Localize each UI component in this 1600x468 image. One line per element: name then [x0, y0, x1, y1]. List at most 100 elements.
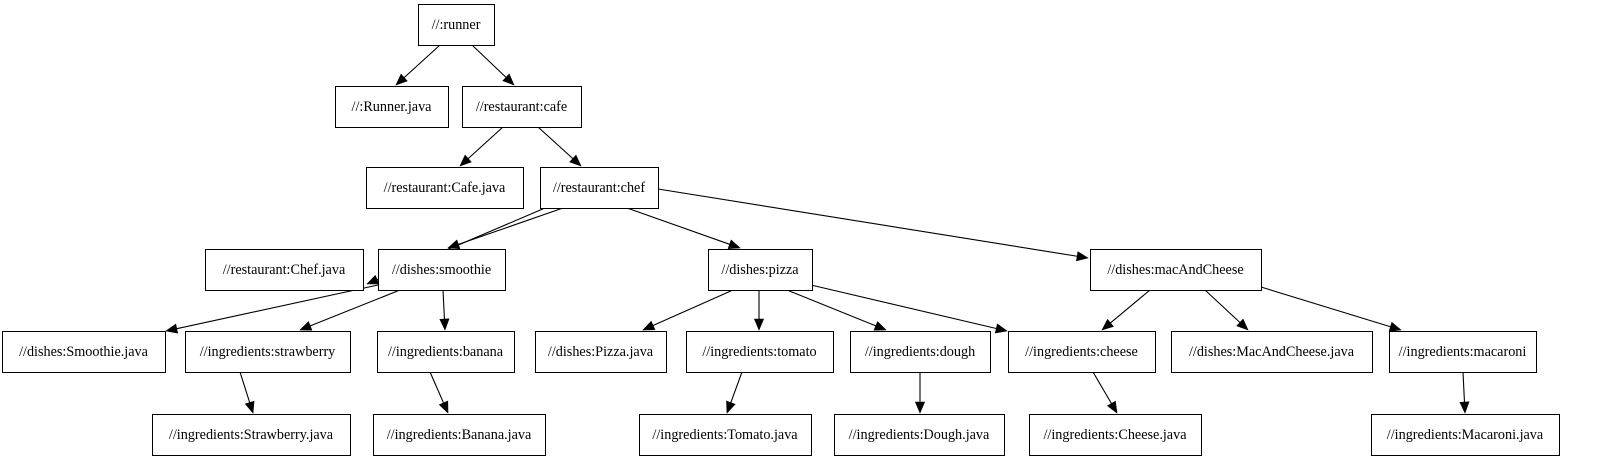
graph-edge: [1092, 371, 1118, 414]
graph-node-smoothie_java[interactable]: //dishes:Smoothie.java: [2, 331, 166, 373]
edge-arrowhead-icon: [569, 154, 582, 167]
graph-edge: [395, 44, 441, 86]
graph-edge: [471, 44, 515, 86]
graph-node-pizza_java[interactable]: //dishes:Pizza.java: [535, 331, 667, 373]
edge-arrowhead-icon: [459, 154, 472, 167]
edge-arrowhead-icon: [1236, 318, 1249, 331]
node-label: //ingredients:Strawberry.java: [169, 427, 334, 443]
edge-line: [1462, 371, 1466, 403]
node-box[interactable]: [378, 249, 506, 291]
edge-line: [239, 371, 251, 403]
graph-node-runner_java[interactable]: //:Runner.java: [335, 86, 449, 128]
graph-node-runner[interactable]: //:runner: [418, 4, 495, 46]
edge-arrowhead-icon: [502, 73, 515, 86]
graph-edge: [657, 188, 1089, 262]
node-label: //ingredients:dough: [865, 344, 975, 360]
node-label: //restaurant:Cafe.java: [384, 180, 506, 196]
edge-line: [652, 289, 734, 327]
node-box[interactable]: [418, 4, 495, 46]
node-label: //dishes:smoothie: [392, 262, 491, 278]
graph-node-ing_cheese[interactable]: //ingredients:cheese: [1008, 331, 1156, 373]
node-box[interactable]: [850, 331, 991, 373]
node-box[interactable]: [2, 331, 166, 373]
node-label: //dishes:Pizza.java: [548, 344, 654, 360]
graph-node-dishes_smoothie[interactable]: //dishes:smoothie: [378, 249, 506, 291]
graph-node-dough_java[interactable]: //ingredients:Dough.java: [834, 414, 1005, 456]
graph-node-cheese_java[interactable]: //ingredients:Cheese.java: [1029, 414, 1202, 456]
node-label: //restaurant:chef: [553, 180, 645, 196]
node-label: //dishes:macAndCheese: [1107, 262, 1243, 278]
edge-line: [467, 126, 504, 160]
graph-node-ing_strawberry[interactable]: //ingredients:strawberry: [185, 331, 351, 373]
node-box[interactable]: [366, 167, 524, 209]
edge-arrowhead-icon: [438, 400, 449, 414]
graph-node-ing_macaroni[interactable]: //ingredients:macaroni: [1389, 331, 1537, 373]
edge-arrowhead-icon: [642, 320, 656, 331]
graph-node-ing_banana[interactable]: //ingredients:banana: [377, 331, 515, 373]
node-box[interactable]: [377, 331, 515, 373]
node-box[interactable]: [639, 414, 812, 456]
graph-node-tomato_java[interactable]: //ingredients:Tomato.java: [639, 414, 812, 456]
node-box[interactable]: [708, 249, 813, 291]
node-box[interactable]: [535, 331, 667, 373]
graph-node-cafe_java[interactable]: //restaurant:Cafe.java: [366, 167, 524, 209]
node-box[interactable]: [1008, 331, 1156, 373]
node-box[interactable]: [540, 167, 659, 209]
graph-edge: [239, 371, 255, 414]
graph-node-macandchz_java[interactable]: //dishes:MacAndCheese.java: [1171, 331, 1373, 373]
graph-node-chef_java[interactable]: //restaurant:Chef.java: [205, 249, 364, 291]
graph-edge: [1459, 371, 1470, 414]
graph-edge: [1101, 289, 1151, 331]
node-label: //:Runner.java: [352, 99, 433, 115]
edge-line: [657, 188, 1078, 257]
node-box[interactable]: [335, 86, 449, 128]
edge-arrowhead-icon: [439, 318, 450, 331]
node-box[interactable]: [1389, 331, 1537, 373]
graph-node-macaroni_java[interactable]: //ingredients:Macaroni.java: [1371, 414, 1560, 456]
graph-node-strawberry_java[interactable]: //ingredients:Strawberry.java: [152, 414, 351, 456]
graph-edge: [439, 289, 450, 331]
edge-arrowhead-icon: [395, 73, 408, 86]
graph-edge: [299, 289, 401, 331]
node-label: //ingredients:banana: [388, 344, 504, 360]
node-label: //ingredients:strawberry: [200, 344, 336, 360]
graph-edge: [626, 207, 741, 249]
node-box[interactable]: [185, 331, 351, 373]
node-box[interactable]: [686, 331, 834, 373]
edge-arrowhead-icon: [165, 323, 179, 334]
node-label: //:runner: [432, 17, 481, 33]
graph-node-banana_java[interactable]: //ingredients:Banana.java: [373, 414, 546, 456]
graph-node-ing_tomato[interactable]: //ingredients:tomato: [686, 331, 834, 373]
node-label: //ingredients:Macaroni.java: [1387, 427, 1544, 443]
node-box[interactable]: [152, 414, 351, 456]
edge-arrowhead-icon: [726, 400, 736, 414]
node-box[interactable]: [1090, 249, 1262, 291]
graph-node-restaurant_cafe[interactable]: //restaurant:cafe: [462, 86, 582, 128]
node-label: //restaurant:cafe: [476, 99, 567, 115]
graph-edge: [165, 284, 379, 334]
node-label: //dishes:pizza: [721, 262, 799, 278]
edge-arrowhead-icon: [366, 274, 380, 285]
node-box[interactable]: [1371, 414, 1560, 456]
graph-node-restaurant_chef[interactable]: //restaurant:chef: [540, 167, 659, 209]
edge-arrowhead-icon: [994, 323, 1008, 334]
edge-arrowhead-icon: [1101, 318, 1114, 331]
edge-line: [429, 371, 445, 404]
node-box[interactable]: [462, 86, 582, 128]
node-box[interactable]: [1029, 414, 1202, 456]
graph-edge: [914, 372, 926, 414]
edge-arrowhead-icon: [873, 321, 887, 331]
edge-line: [1092, 371, 1112, 404]
node-box[interactable]: [1171, 331, 1373, 373]
node-box[interactable]: [373, 414, 546, 456]
graph-node-dishes_pizza[interactable]: //dishes:pizza: [708, 249, 813, 291]
node-box[interactable]: [205, 249, 364, 291]
graph-edge: [459, 126, 504, 167]
node-box[interactable]: [834, 414, 1005, 456]
graph-node-dishes_macandchz[interactable]: //dishes:macAndCheese: [1090, 249, 1262, 291]
edge-arrowhead-icon: [753, 318, 765, 331]
graph-node-ing_dough[interactable]: //ingredients:dough: [850, 331, 991, 373]
graph-edge: [1260, 286, 1402, 332]
node-label: //ingredients:tomato: [702, 344, 816, 360]
